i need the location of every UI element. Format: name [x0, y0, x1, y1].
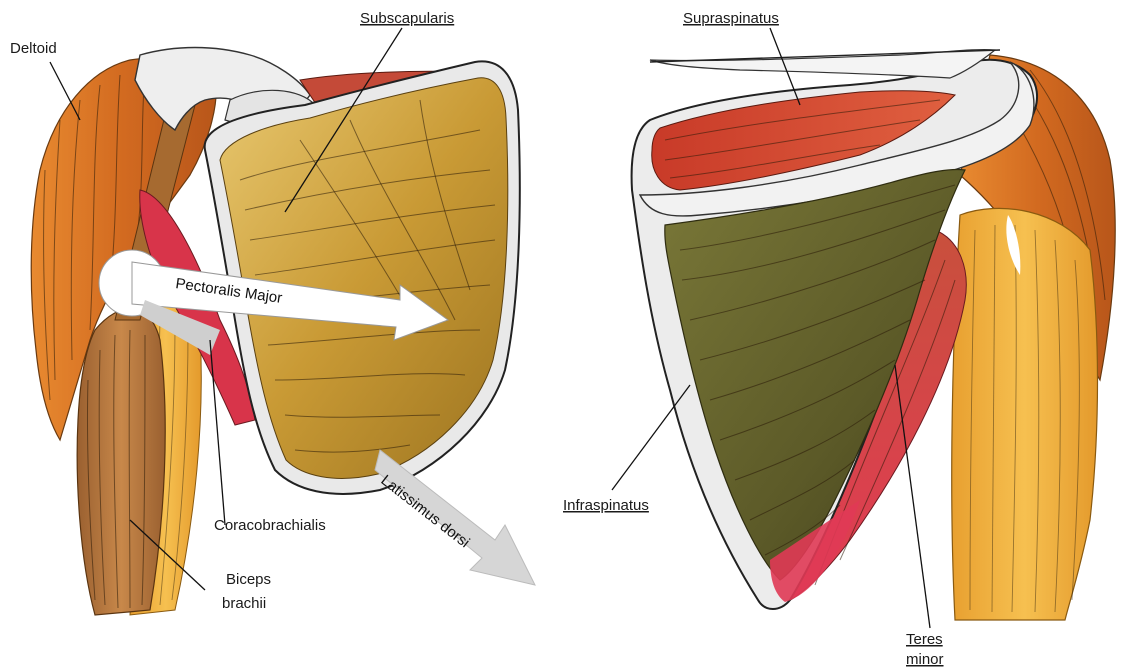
posterior-view	[632, 50, 1116, 620]
biceps-label-line2: brachii	[222, 595, 266, 612]
infraspinatus-label: Infraspinatus	[563, 497, 649, 514]
biceps-label-line1: Biceps	[226, 571, 271, 588]
acromion-posterior	[650, 50, 995, 78]
coracobrachialis-label: Coracobrachialis	[214, 517, 326, 534]
biceps-brachii-muscle	[77, 309, 165, 615]
teres-label-line1: Teres	[906, 631, 943, 648]
deltoid-label: Deltoid	[10, 40, 57, 57]
teres-label-line2: minor	[906, 651, 944, 668]
supraspinatus-label: Supraspinatus	[683, 10, 779, 27]
subscapularis-label: Subscapularis	[360, 10, 454, 27]
latissimus-dorsi-arrow	[375, 450, 535, 585]
